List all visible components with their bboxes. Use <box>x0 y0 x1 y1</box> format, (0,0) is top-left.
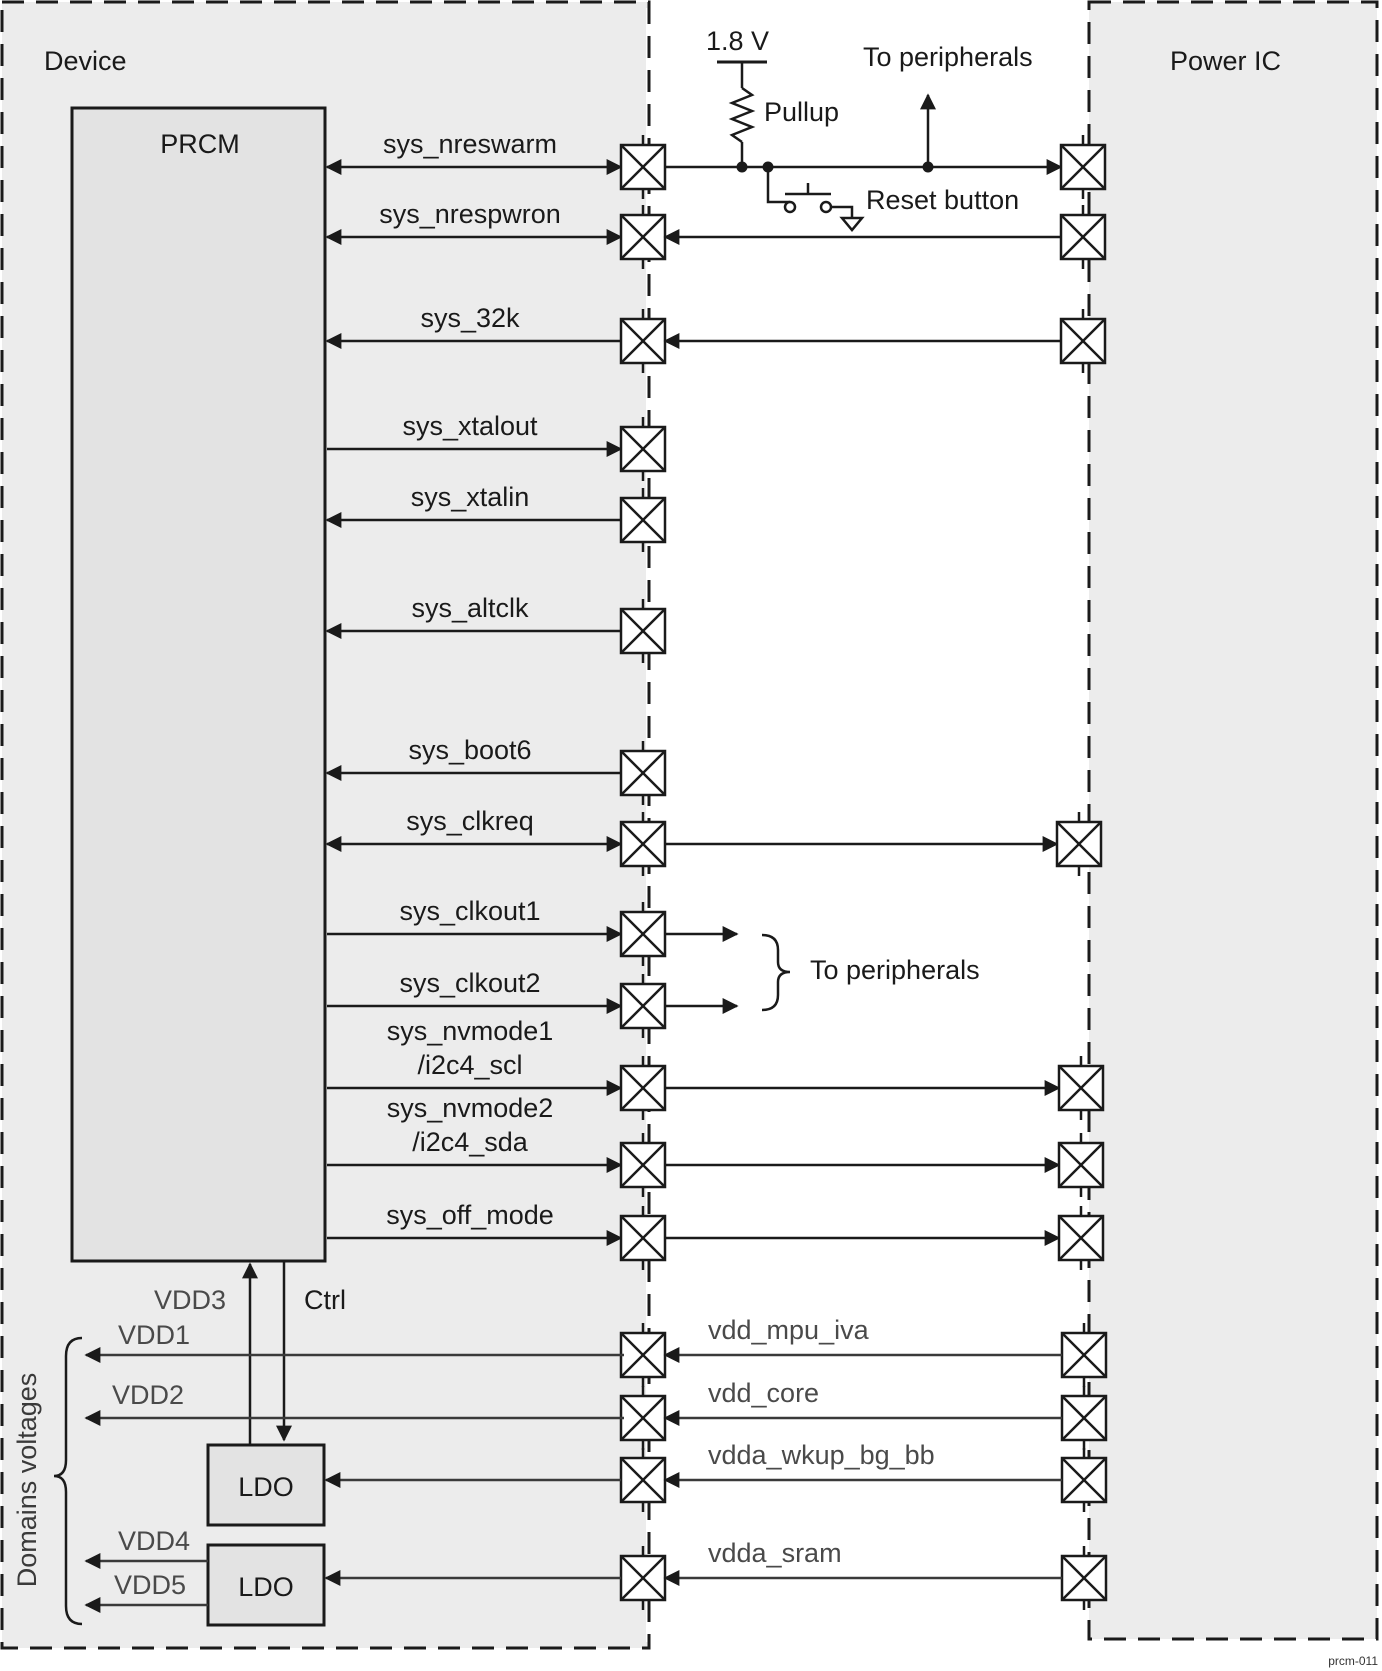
sys-altclk-device-pad <box>619 599 667 663</box>
sys-xtalout-device-pad <box>619 417 667 481</box>
signal-sys-xtalin: sys_xtalin <box>325 482 667 552</box>
vdd3-label: VDD3 <box>154 1285 226 1315</box>
prcm-label: PRCM <box>160 129 240 159</box>
sys-boot6-device-pad <box>619 741 667 805</box>
signal-sys-clkout2: sys_clkout2 <box>327 968 739 1038</box>
sys-nvmode1-power-ic-pad <box>1057 1056 1105 1120</box>
figure-id: prcm-011 <box>1328 1654 1378 1668</box>
signal-sys-off-mode: sys_off_mode <box>327 1200 1105 1270</box>
vdd5-label: VDD5 <box>114 1570 186 1600</box>
ctrl-label: Ctrl <box>304 1285 346 1315</box>
vdd-core-power-ic-pad <box>1060 1386 1108 1450</box>
sys-nvmode2-label-2: /i2c4_sda <box>412 1127 529 1157</box>
sys-off-mode-power-ic-pad <box>1057 1206 1105 1270</box>
vdd1-label: VDD1 <box>118 1320 190 1350</box>
sys-xtalin-device-pad <box>619 488 667 552</box>
sys-xtalin-label: sys_xtalin <box>411 482 530 512</box>
prcm-block <box>70 106 327 1263</box>
ldo-block-1 <box>206 1443 326 1527</box>
supply-vdda-wkup-bg-bb: vdda_wkup_bg_bb <box>324 1440 1108 1512</box>
vdda-sram-power-ic-pad <box>1060 1546 1108 1610</box>
sys-32k-label: sys_32k <box>420 303 520 333</box>
power-ic-label: Power IC <box>1170 46 1281 76</box>
supply-1v8-label: 1.8 V <box>706 26 769 56</box>
pullup-label: Pullup <box>764 97 839 127</box>
sys-nvmode2-device-pad <box>619 1133 667 1197</box>
signal-sys-altclk: sys_altclk <box>325 593 667 663</box>
power-ic-region <box>1087 0 1379 1641</box>
signal-sys-clkout1: sys_clkout1 <box>327 896 739 966</box>
sys-boot6-label: sys_boot6 <box>408 735 531 765</box>
sys-clkreq-label: sys_clkreq <box>406 806 534 836</box>
sys-nvmode1-label-2: /i2c4_scl <box>417 1050 522 1080</box>
supply-lines: vdd_mpu_iva vdd_core vdda_wkup_bg_bb vdda_s… <box>324 1315 1108 1610</box>
signal-sys-boot6: sys_boot6 <box>325 735 667 805</box>
pullup-network <box>717 60 936 232</box>
sys-nvmode1-label-1: sys_nvmode1 <box>387 1016 554 1046</box>
supply-vdd-mpu-iva: vdd_mpu_iva <box>619 1315 1108 1387</box>
sys-clkreq-power-ic-pad <box>1055 812 1103 876</box>
vdda-sram-label: vdda_sram <box>708 1538 842 1568</box>
sys-nrespwron-power-ic-pad <box>1059 205 1107 269</box>
supply-vdda-sram: vdda_sram <box>324 1538 1108 1610</box>
sys-off-mode-label: sys_off_mode <box>386 1200 554 1230</box>
reset-button-label: Reset button <box>866 185 1019 215</box>
prcm-power-ctrl <box>242 1261 292 1455</box>
pullup-nodes <box>736 161 934 173</box>
signal-sys-nrespwron: sys_nrespwron <box>325 199 1107 269</box>
domains-voltages-label: Domains voltages <box>12 1373 42 1588</box>
signal-sys-xtalout: sys_xtalout <box>327 411 667 481</box>
sys-off-mode-device-pad <box>619 1206 667 1270</box>
sys-nvmode2-power-ic-pad <box>1057 1133 1105 1197</box>
vdda-wkup-bg-bb-device-pad <box>619 1448 667 1512</box>
sys-clkout2-device-pad <box>619 974 667 1038</box>
sys-nvmode1-device-pad <box>619 1056 667 1120</box>
ldo-label-2: LDO <box>238 1572 294 1602</box>
to-peripherals-brace <box>761 933 791 1012</box>
vdda-wkup-bg-bb-label: vdda_wkup_bg_bb <box>708 1440 935 1470</box>
device-label: Device <box>44 46 127 76</box>
vdd-mpu-iva-device-pad <box>619 1323 667 1387</box>
to-peripherals-top-label: To peripherals <box>863 42 1033 72</box>
sys-clkout1-label: sys_clkout1 <box>399 896 540 926</box>
sys-nvmode2-label-1: sys_nvmode2 <box>387 1093 554 1123</box>
vdd2-label: VDD2 <box>112 1380 184 1410</box>
sys-nreswarm-power-ic-pad <box>1059 135 1107 199</box>
sys-nrespwron-device-pad <box>619 205 667 269</box>
signal-sys-nvmode1: sys_nvmode1/i2c4_scl <box>327 1016 1105 1120</box>
signal-lines: sys_nreswarm sys_nrespwron sys_32k sys_xtal… <box>325 129 1107 1270</box>
signal-sys-nvmode2: sys_nvmode2/i2c4_sda <box>327 1093 1105 1197</box>
ldo-label-1: LDO <box>238 1472 294 1502</box>
to-peripherals-clk-label: To peripherals <box>810 955 980 985</box>
supply-vdd-core: vdd_core <box>619 1378 1108 1450</box>
vdd-core-label: vdd_core <box>708 1378 819 1408</box>
vdd-core-device-pad <box>619 1386 667 1450</box>
sys-clkout2-label: sys_clkout2 <box>399 968 540 998</box>
signal-sys-32k: sys_32k <box>325 303 1107 373</box>
vdd-mpu-iva-power-ic-pad <box>1060 1323 1108 1387</box>
vdda-wkup-bg-bb-power-ic-pad <box>1060 1448 1108 1512</box>
sys-xtalout-label: sys_xtalout <box>402 411 538 441</box>
domain-voltage-outputs <box>84 1347 624 1613</box>
sys-altclk-label: sys_altclk <box>411 593 529 623</box>
signal-sys-clkreq: sys_clkreq <box>325 806 1103 876</box>
sys-32k-device-pad <box>619 309 667 373</box>
sys-nreswarm-device-pad <box>619 135 667 199</box>
signal-sys-nreswarm: sys_nreswarm <box>325 129 1107 199</box>
sys-nreswarm-label: sys_nreswarm <box>383 129 557 159</box>
domains-voltages-brace <box>53 1336 83 1626</box>
sys-nrespwron-label: sys_nrespwron <box>379 199 561 229</box>
sys-clkout1-device-pad <box>619 902 667 966</box>
vdda-sram-device-pad <box>619 1546 667 1610</box>
ldo-block-2 <box>206 1543 326 1627</box>
vdd-mpu-iva-label: vdd_mpu_iva <box>708 1315 870 1345</box>
sys-clkreq-device-pad <box>619 812 667 876</box>
sys-32k-power-ic-pad <box>1059 309 1107 373</box>
vdd4-label: VDD4 <box>118 1526 190 1556</box>
